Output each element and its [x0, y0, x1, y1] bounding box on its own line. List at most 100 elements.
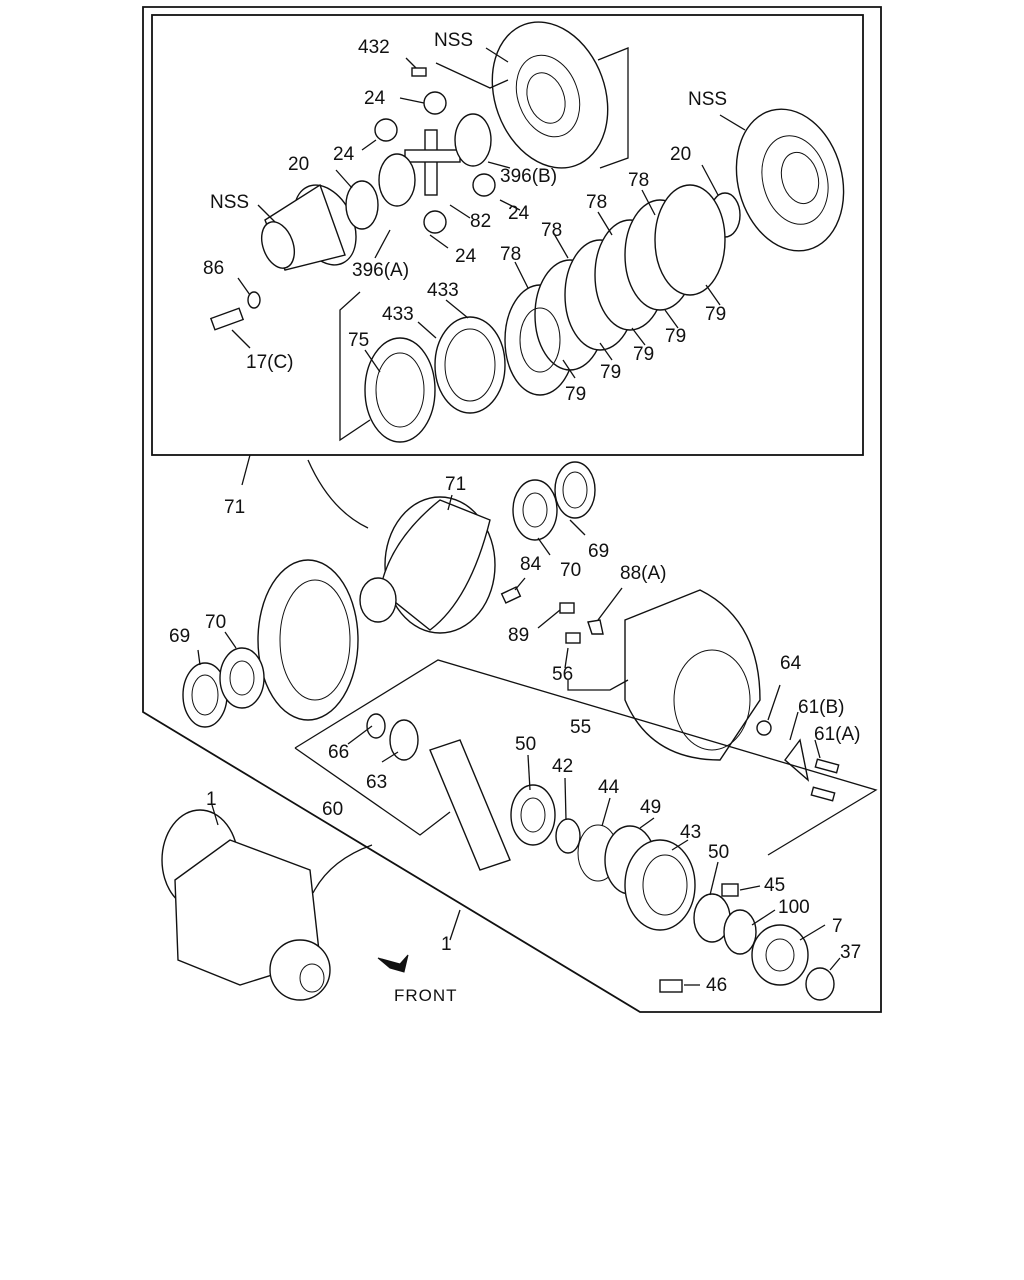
case-left — [260, 183, 357, 271]
label-42: 42 — [552, 756, 573, 777]
label-nss-right: NSS — [688, 89, 727, 110]
assembled-differential-1 — [161, 809, 331, 1001]
washer-66 — [366, 713, 386, 739]
label-37: 37 — [840, 942, 861, 963]
bolt-89 — [559, 602, 575, 614]
label-1a: 1 — [206, 789, 217, 810]
bolt-56 — [565, 632, 581, 644]
label-61b: 61(B) — [798, 697, 844, 718]
plate-61b — [784, 738, 810, 782]
label-7: 7 — [832, 916, 843, 937]
label-84: 84 — [520, 554, 542, 575]
bolt-84 — [500, 586, 522, 604]
label-79b: 79 — [665, 326, 686, 347]
retainer-43 — [624, 839, 696, 931]
nut-64 — [756, 720, 772, 736]
ring-433 — [434, 316, 506, 414]
label-1b: 1 — [441, 934, 452, 955]
bolt-45 — [721, 883, 739, 897]
label-24d: 24 — [455, 246, 477, 267]
label-69b: 69 — [169, 626, 190, 647]
stud-61a-1 — [814, 758, 840, 774]
label-24c: 24 — [508, 203, 530, 224]
flange-7 — [751, 924, 809, 986]
label-79c: 79 — [633, 344, 654, 365]
label-20a: 20 — [288, 154, 309, 175]
lower-leader-lines — [197, 454, 878, 986]
bearing-50-a — [510, 784, 556, 846]
spacer-42 — [555, 818, 581, 854]
outer-frame — [142, 6, 882, 1013]
label-82: 82 — [470, 211, 491, 232]
label-79d: 79 — [600, 362, 621, 383]
label-55: 55 — [570, 717, 591, 738]
nut-37 — [805, 967, 835, 1001]
label-17c: 17(C) — [246, 352, 294, 373]
label-71b: 71 — [445, 474, 466, 495]
bolt-432 — [411, 67, 427, 77]
label-88a: 88(A) — [620, 563, 666, 584]
label-50a: 50 — [515, 734, 536, 755]
washer-86 — [247, 291, 261, 309]
ring-gear — [257, 559, 359, 721]
label-46: 46 — [706, 975, 727, 996]
label-nss-left: NSS — [210, 192, 249, 213]
label-71a: 71 — [224, 497, 245, 518]
label-100: 100 — [778, 897, 810, 918]
upper-inset-box — [151, 14, 864, 456]
label-70a: 70 — [560, 560, 581, 581]
label-70b: 70 — [205, 612, 226, 633]
front-arrow-icon — [377, 954, 409, 973]
upper-leader-lines — [231, 47, 746, 442]
label-43: 43 — [680, 822, 701, 843]
label-396b: 396(B) — [500, 166, 557, 187]
label-433a: 433 — [427, 280, 459, 301]
washer-20-left — [345, 180, 379, 230]
carrier-housing-55 — [624, 589, 761, 761]
label-79e: 79 — [565, 384, 586, 405]
clip-88a — [587, 619, 604, 635]
label-79a: 79 — [705, 304, 726, 325]
curve-arrow-upper — [307, 459, 369, 529]
case-flange-top — [491, 21, 609, 169]
label-63: 63 — [366, 772, 387, 793]
bearing-63 — [389, 719, 419, 761]
clutch-plate-stack — [504, 184, 726, 396]
label-56: 56 — [552, 664, 573, 685]
label-432: 432 — [358, 37, 390, 58]
differential-case-71 — [359, 496, 496, 634]
label-89: 89 — [508, 625, 529, 646]
label-86: 86 — [203, 258, 224, 279]
label-78a: 78 — [628, 170, 649, 191]
bearing-70-left — [219, 647, 265, 709]
label-45: 45 — [764, 875, 785, 896]
label-433b: 433 — [382, 304, 414, 325]
label-24a: 24 — [364, 88, 386, 109]
bolt-46 — [659, 979, 683, 993]
curve-arrow-lower — [312, 844, 373, 894]
shim-69-right — [554, 461, 596, 519]
seal-100 — [723, 909, 757, 955]
stud-61a-2 — [810, 786, 836, 802]
label-49: 49 — [640, 797, 661, 818]
spider-gear-set — [374, 91, 496, 234]
label-66: 66 — [328, 742, 349, 763]
label-50b: 50 — [708, 842, 729, 863]
part-labels: 432 NSS NSS NSS 24 24 24 24 20 20 396(B)… — [169, 30, 861, 1005]
drive-pinion — [429, 739, 511, 871]
label-60: 60 — [322, 799, 343, 820]
bearing-70-right — [512, 479, 558, 541]
label-nss-top: NSS — [434, 30, 473, 51]
label-78d: 78 — [500, 244, 521, 265]
label-78b: 78 — [586, 192, 607, 213]
label-78c: 78 — [541, 220, 562, 241]
label-20b: 20 — [670, 144, 691, 165]
front-label: FRONT — [394, 986, 458, 1005]
label-44: 44 — [598, 777, 620, 798]
label-396a: 396(A) — [352, 260, 409, 281]
label-64: 64 — [780, 653, 802, 674]
upper-differential-parts — [209, 21, 845, 443]
bolt-17c — [209, 307, 245, 331]
lower-assembly-parts — [161, 461, 840, 1001]
